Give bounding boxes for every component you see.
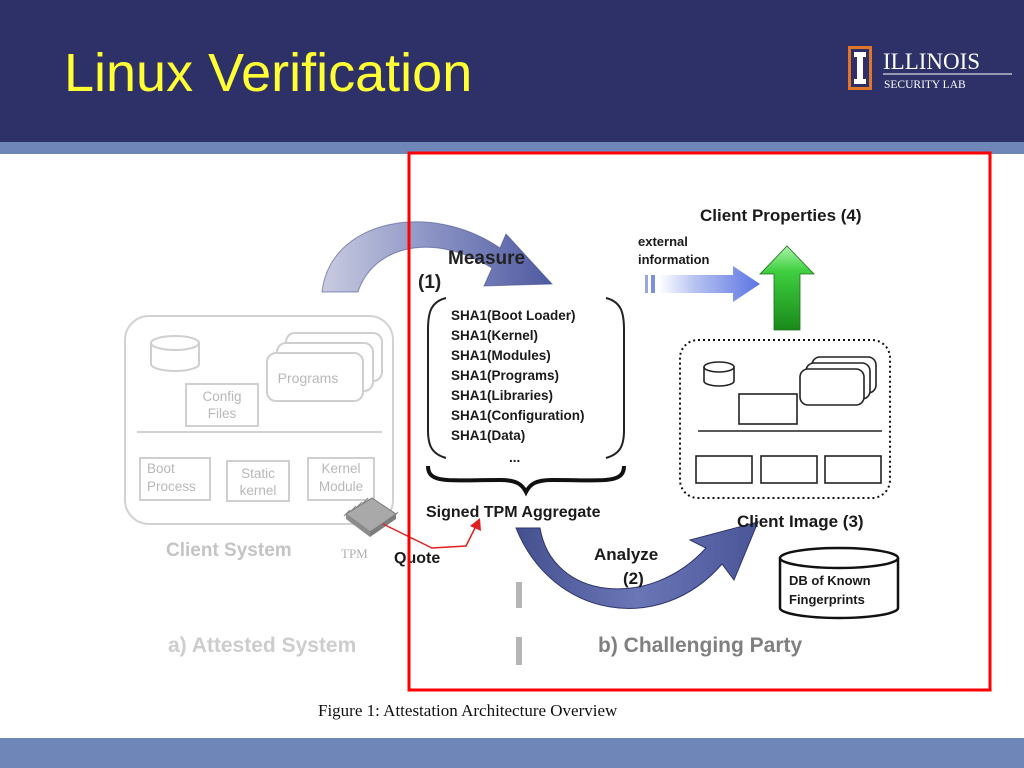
external-information-line2: information xyxy=(638,252,710,267)
measurement-list: SHA1(Boot Loader) SHA1(Kernel) SHA1(Modu… xyxy=(451,308,584,465)
analyze-arrow xyxy=(515,521,759,609)
measure-step: (1) xyxy=(418,272,441,293)
measurement-item: SHA1(Configuration) xyxy=(451,408,584,423)
footer-bar xyxy=(0,738,1024,768)
measure-label: Measure xyxy=(448,248,525,269)
measurement-list-bottom-brace xyxy=(426,465,626,497)
section-divider-top xyxy=(516,582,522,608)
logo-subname: SECURITY LAB xyxy=(884,79,966,91)
kernel-module-line1: Kernel xyxy=(321,461,360,476)
disk-icon xyxy=(150,335,200,372)
illinois-security-lab-logo: ILLINOIS SECURITY LAB xyxy=(848,46,1012,91)
external-information-line1: external xyxy=(638,234,688,249)
fingerprint-db-line1: DB of Known xyxy=(789,573,871,588)
measurement-item: SHA1(Modules) xyxy=(451,348,551,363)
measurement-item: ... xyxy=(509,450,520,465)
fingerprint-db-line2: Fingerprints xyxy=(789,592,865,607)
highlight-box xyxy=(407,151,992,692)
measurement-list-right-bracket xyxy=(605,297,625,459)
client-properties-up-arrow xyxy=(759,245,815,331)
measurement-item: SHA1(Data) xyxy=(451,428,525,443)
client-image-config-box xyxy=(738,393,798,425)
kernel-module-box xyxy=(307,457,375,501)
fingerprint-db-icon xyxy=(778,546,900,620)
quote-arrow xyxy=(382,523,478,549)
figure-caption: Figure 1: Attestation Architecture Overv… xyxy=(318,701,618,720)
quote-label: Quote xyxy=(394,550,440,567)
boot-process-line1: Boot xyxy=(147,461,175,476)
tpm-chip-icon xyxy=(343,497,399,537)
client-image-programs-stack-icon xyxy=(799,356,877,406)
attested-system-panel: Programs Config Files Boot Process Stati… xyxy=(124,221,554,657)
config-files-line1: Config xyxy=(202,389,241,404)
static-kernel-line1: Static xyxy=(241,466,275,481)
client-properties-label: Client Properties (4) xyxy=(700,206,862,225)
slide-title: Linux Verification xyxy=(64,43,473,103)
programs-stack-icon xyxy=(266,332,383,402)
measurement-item: SHA1(Libraries) xyxy=(451,388,553,403)
config-files-box xyxy=(185,383,259,427)
challenging-party-section-label: b) Challenging Party xyxy=(598,634,803,657)
attested-system-section-label: a) Attested System xyxy=(168,634,356,657)
client-image-kernel-box xyxy=(760,455,818,484)
measure-arrow xyxy=(321,221,554,293)
config-files-line2: Files xyxy=(208,406,237,421)
measurement-item: SHA1(Kernel) xyxy=(451,328,538,343)
section-divider-bottom xyxy=(516,637,522,665)
client-image-boot-box xyxy=(695,455,753,484)
logo-name: ILLINOIS xyxy=(883,49,980,74)
measurement-item: SHA1(Boot Loader) xyxy=(451,308,576,323)
analyze-label: Analyze xyxy=(594,545,658,564)
signed-tpm-aggregate-label: Signed TPM Aggregate xyxy=(426,504,601,521)
measurement-item: SHA1(Programs) xyxy=(451,368,559,383)
boot-process-line2: Process xyxy=(147,479,196,494)
illinois-block-i-icon xyxy=(848,46,872,90)
title-bar-stripe xyxy=(0,142,1024,154)
client-image-module-box xyxy=(824,455,882,484)
analyze-step: (2) xyxy=(623,569,644,588)
tpm-label: TPM xyxy=(341,546,368,561)
programs-label: Programs xyxy=(278,370,339,386)
static-kernel-line2: kernel xyxy=(240,483,277,498)
client-image-disk-icon xyxy=(703,361,735,387)
quote-arrow-head xyxy=(470,518,481,531)
measurement-list-left-bracket xyxy=(427,297,447,459)
external-information-arrow xyxy=(645,266,760,302)
boot-process-box xyxy=(139,457,211,501)
client-image-label: Client Image (3) xyxy=(737,512,864,531)
static-kernel-box xyxy=(226,460,290,502)
client-system-box xyxy=(124,315,394,525)
client-system-label: Client System xyxy=(166,540,292,561)
kernel-module-line2: Module xyxy=(319,479,363,494)
challenging-party-panel: Measure (1) SHA1(Boot Loader) SHA1(Kerne… xyxy=(382,206,900,657)
client-image-box xyxy=(679,339,891,499)
